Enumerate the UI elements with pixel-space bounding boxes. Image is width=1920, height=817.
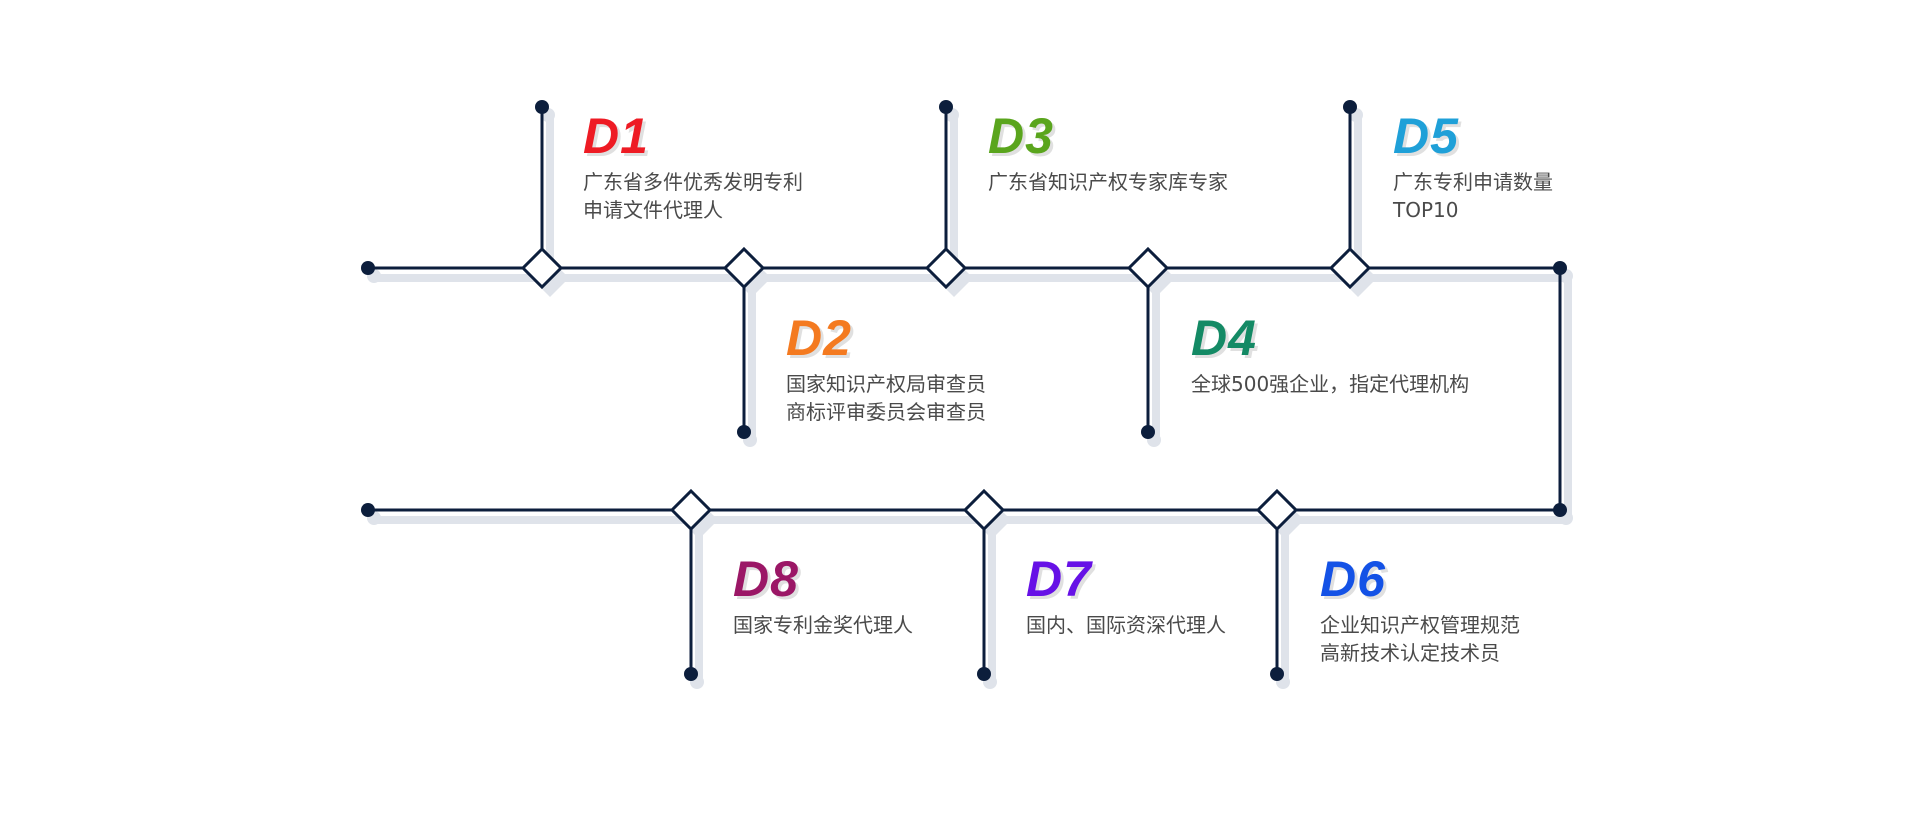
- milestone-number: D1: [583, 108, 649, 164]
- description-line: 企业知识产权管理规范: [1320, 613, 1520, 637]
- description-line: 广东专利申请数量: [1393, 170, 1553, 194]
- description-line: TOP10: [1393, 198, 1459, 222]
- milestone-description: 企业知识产权管理规范 高新技术认定技术员: [1320, 611, 1520, 667]
- milestone-number: D7: [1026, 551, 1092, 607]
- stem-end-dot-d3: [939, 100, 953, 114]
- node-diamond-d3: [924, 246, 968, 290]
- description-line: 申请文件代理人: [583, 198, 723, 222]
- node-diamond-d2: [722, 246, 766, 290]
- milestone-d3: D3 广东省知识产权专家库专家: [988, 110, 1228, 196]
- upper-start-dot: [361, 261, 375, 275]
- milestone-d5: D5 广东专利申请数量 TOP10: [1393, 110, 1553, 224]
- milestone-description: 广东省多件优秀发明专利 申请文件代理人: [583, 168, 803, 224]
- milestone-d4: D4 全球500强企业，指定代理机构: [1191, 312, 1469, 398]
- line-layer: [361, 100, 1567, 681]
- milestone-number: D4: [1191, 310, 1257, 366]
- upper-end-dot: [1553, 261, 1567, 275]
- node-diamond-d7: [962, 488, 1006, 532]
- node-diamond-d1: [520, 246, 564, 290]
- milestone-number: D2: [786, 310, 852, 366]
- description-line: 商标评审委员会审查员: [786, 400, 986, 424]
- milestone-d8: D8 国家专利金奖代理人: [733, 553, 913, 639]
- stem-end-dot-d7: [977, 667, 991, 681]
- node-diamond-d4: [1126, 246, 1170, 290]
- description-line: 高新技术认定技术员: [1320, 641, 1500, 665]
- description-line: 广东省知识产权专家库专家: [988, 170, 1228, 194]
- milestone-number: D6: [1320, 551, 1386, 607]
- stem-end-dot-d1: [535, 100, 549, 114]
- description-line: 国内、国际资深代理人: [1026, 613, 1226, 637]
- milestone-number: D3: [988, 108, 1054, 164]
- node-diamond-d8: [669, 488, 713, 532]
- description-line: 国家知识产权局审查员: [786, 372, 986, 396]
- stem-end-dot-d6: [1270, 667, 1284, 681]
- description-line: 国家专利金奖代理人: [733, 613, 913, 637]
- milestone-description: 广东专利申请数量 TOP10: [1393, 168, 1553, 224]
- milestone-number: D5: [1393, 108, 1459, 164]
- milestone-description: 广东省知识产权专家库专家: [988, 168, 1228, 196]
- stem-end-dot-d5: [1343, 100, 1357, 114]
- milestone-d1: D1 广东省多件优秀发明专利 申请文件代理人: [583, 110, 803, 224]
- milestone-description: 国家专利金奖代理人: [733, 611, 913, 639]
- stem-end-dot-d2: [737, 425, 751, 439]
- stem-end-dot-d4: [1141, 425, 1155, 439]
- milestone-d7: D7 国内、国际资深代理人: [1026, 553, 1226, 639]
- lower-start-dot: [361, 503, 375, 517]
- description-line: 全球500强企业，指定代理机构: [1191, 372, 1470, 396]
- milestone-number: D8: [733, 551, 799, 607]
- milestone-d2: D2 国家知识产权局审查员 商标评审委员会审查员: [786, 312, 986, 426]
- lower-end-dot: [1553, 503, 1567, 517]
- stem-end-dot-d8: [684, 667, 698, 681]
- node-diamond-d5: [1328, 246, 1372, 290]
- milestone-description: 国家知识产权局审查员 商标评审委员会审查员: [786, 370, 986, 426]
- milestone-description: 国内、国际资深代理人: [1026, 611, 1226, 639]
- node-diamond-d6: [1255, 488, 1299, 532]
- description-line: 广东省多件优秀发明专利: [583, 170, 803, 194]
- milestone-d6: D6 企业知识产权管理规范 高新技术认定技术员: [1320, 553, 1520, 667]
- milestone-description: 全球500强企业，指定代理机构: [1191, 370, 1469, 398]
